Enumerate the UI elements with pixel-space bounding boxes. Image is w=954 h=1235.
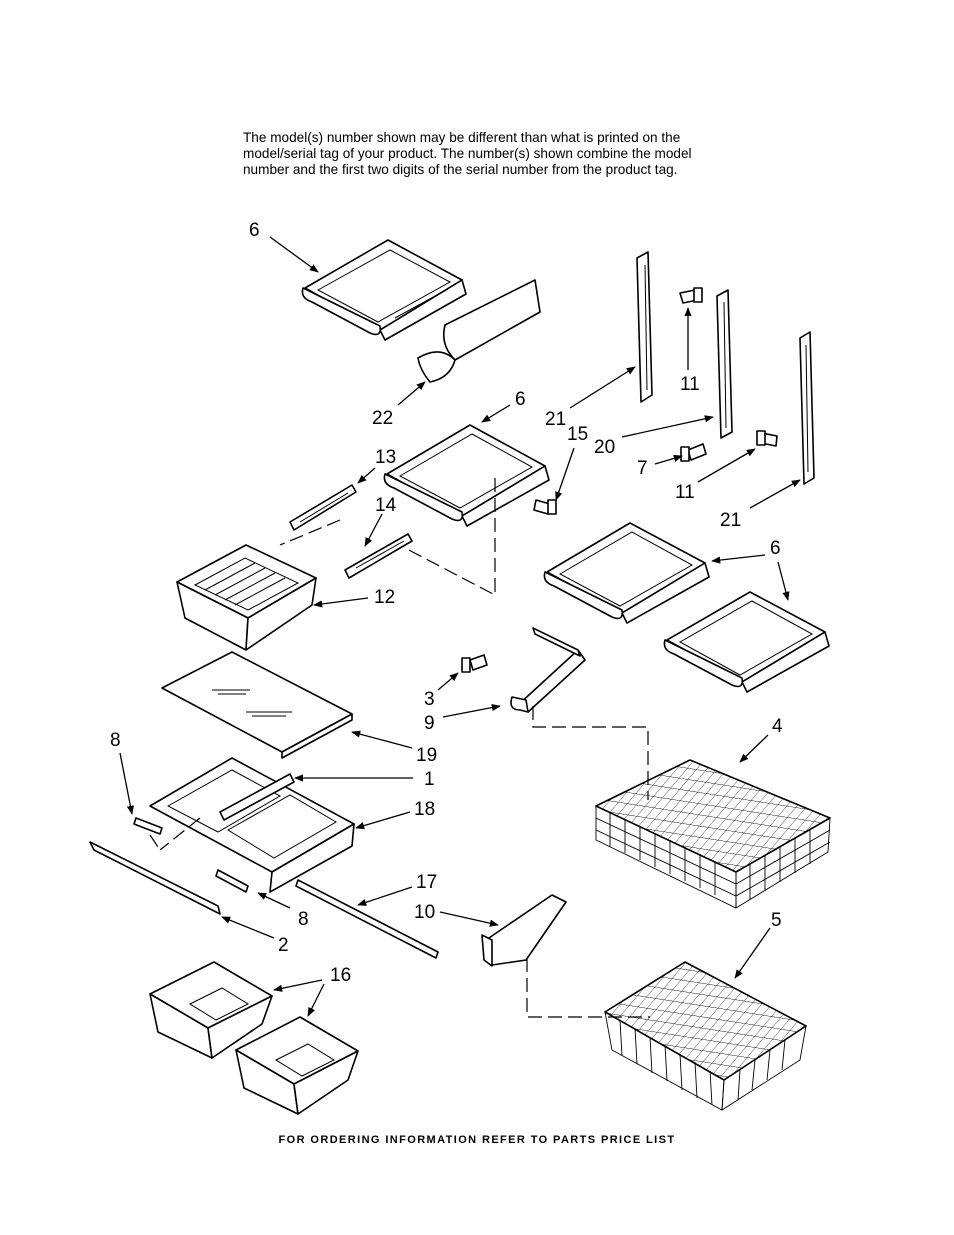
shelf-ladder-21-right [799,331,815,485]
drawer-frame-18 [149,757,355,893]
callout-17: 17 [416,872,437,893]
screw-3 [461,654,488,673]
callout-14: 14 [375,495,397,516]
model-number-notice: The model(s) number shown may be differe… [243,130,763,178]
callout-16: 16 [330,965,351,986]
shelf-6-right-upper [543,522,710,624]
screw-7 [680,443,707,462]
basket-bracket-10 [481,894,567,967]
screw-15 [533,499,557,515]
shelf-ladder-20 [716,289,733,439]
divider-rail-2 [89,841,221,915]
notice-line: number and the first two digits of the s… [243,162,678,177]
callout-5: 5 [771,910,782,931]
wire-basket-5 [604,961,807,1111]
callout-12: 12 [374,587,395,608]
callout-3: 3 [424,689,435,710]
callout-numbers: 6 22 6 21 15 11 20 7 11 21 13 14 12 6 3 … [110,220,783,986]
ordering-info-footer: FOR ORDERING INFORMATION REFER TO PARTS … [278,1134,676,1146]
slide-13 [289,484,357,531]
callout-2: 2 [278,935,289,956]
glass-shelf-19 [161,651,353,759]
callout-15: 15 [567,424,588,445]
screw-11-right [756,430,778,447]
shelf-ladder-21-left [636,251,653,403]
callout-7: 7 [637,458,648,479]
callout-8-right: 8 [298,909,309,930]
slide-14 [344,533,413,579]
callout-13: 13 [375,447,396,468]
callout-6-top: 6 [249,220,260,241]
callout-11-top: 11 [680,374,700,395]
callout-19: 19 [416,745,437,766]
wire-basket-4 [595,759,831,909]
callout-1: 1 [424,769,435,790]
crisper-drawer-16-lower [235,1016,359,1115]
callout-9: 9 [424,713,435,734]
callout-20: 20 [594,437,615,458]
notice-line: model/serial tag of your product. The nu… [243,146,692,161]
callout-10: 10 [414,902,435,923]
callout-22: 22 [372,408,393,429]
callout-11-right: 11 [675,482,695,503]
screw-11-top [679,287,703,304]
callout-8-left: 8 [110,730,121,751]
cover-rod-17 [295,879,439,959]
shelf-6-right-lower [663,591,830,693]
shelf-6-middle [383,424,550,527]
shelf-trim-22 [417,279,541,383]
callout-21-left: 21 [545,409,566,430]
shelf-6-top [301,239,467,341]
slide-8-left [133,817,163,835]
callout-18: 18 [414,799,435,820]
basket-bracket-9 [510,627,586,713]
callout-6-middle: 6 [515,389,526,410]
callout-21-right: 21 [720,510,741,531]
callout-leaders [119,236,801,1017]
callout-6-right: 6 [770,538,781,559]
notice-line: The model(s) number shown may be differe… [243,130,681,145]
crisper-pan-12 [176,544,317,651]
slide-8-right [215,869,249,893]
crisper-drawer-16-upper [149,961,273,1059]
assembly-dashed-lines [149,478,650,1018]
callout-4: 4 [772,716,783,737]
